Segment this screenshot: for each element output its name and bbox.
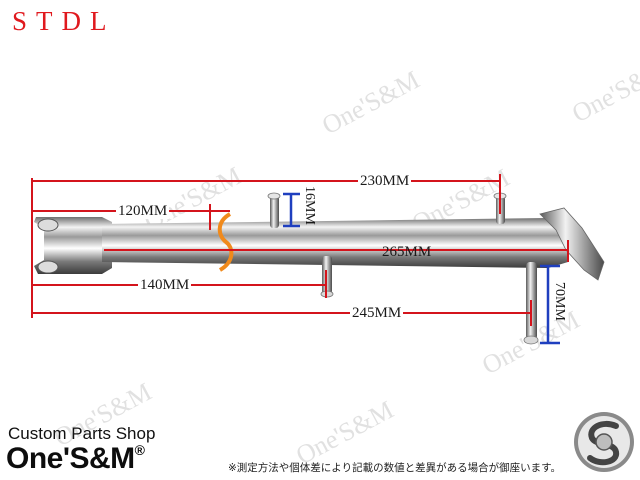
dimension-label-70: 70MM: [552, 282, 567, 321]
dimension-label-120: 120MM: [116, 203, 170, 219]
small-dimension-lines: [283, 192, 560, 345]
brand-name: One'S&M: [6, 442, 135, 475]
shop-tagline: Custom Parts Shop: [8, 424, 156, 443]
emblem-logo: [574, 412, 634, 472]
registered-mark: ®: [134, 442, 145, 458]
dimension-label-245: 245MM: [350, 305, 404, 321]
brand-logo: One'S&M®: [6, 442, 145, 476]
dimension-label-230: 230MM: [358, 173, 412, 189]
measurement-disclaimer: ※測定方法や個体差により記載の数値と差異がある場合が御座います。: [228, 462, 562, 474]
dimension-lines: [31, 174, 569, 326]
break-mark: [217, 212, 234, 272]
dimension-label-16: 16MM: [302, 186, 317, 225]
product-code: STDL: [12, 6, 116, 36]
dimension-label-265: 265MM: [382, 244, 432, 260]
dimension-label-140: 140MM: [138, 277, 192, 293]
